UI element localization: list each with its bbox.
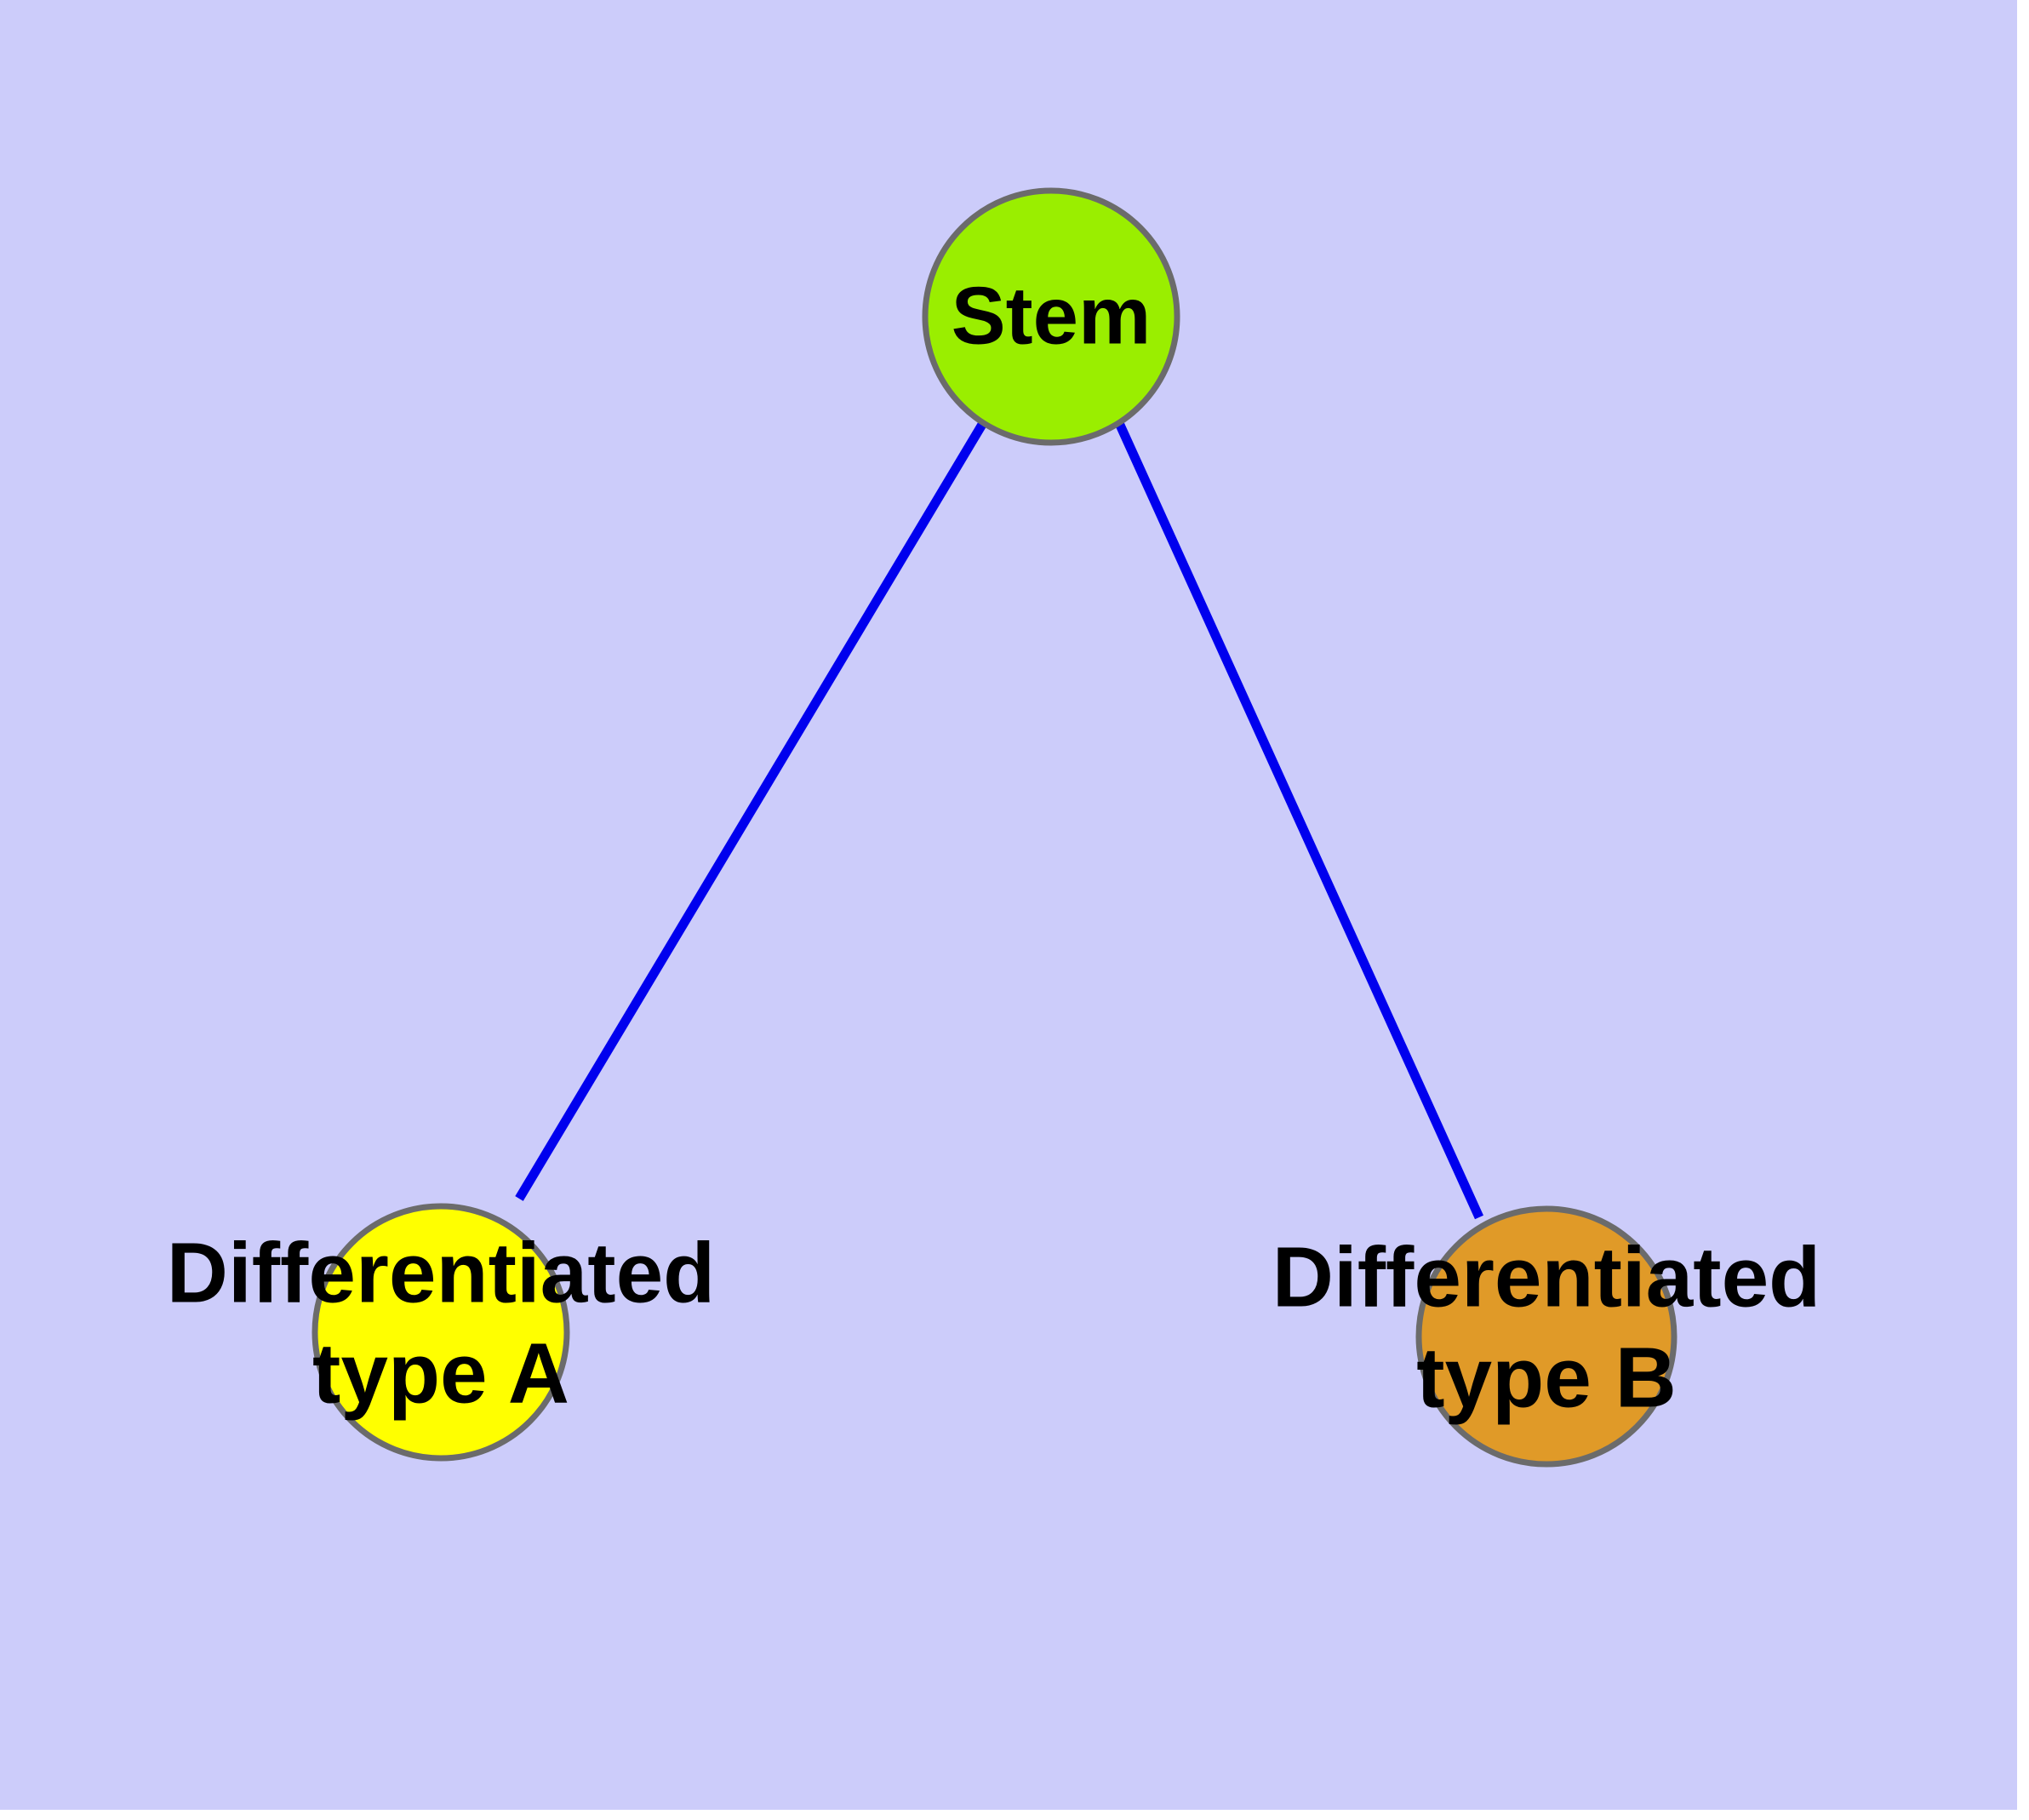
- node-label-differentiated-type-b-line2: type B: [1416, 1330, 1677, 1425]
- node-circle-differentiated-type-b[interactable]: [1415, 1205, 1677, 1468]
- node-stem[interactable]: [922, 187, 1180, 446]
- node-label-differentiated-type-a-line2: type A: [312, 1325, 569, 1421]
- edge-stem-to-differentiated-type-a[interactable]: [515, 421, 987, 1201]
- node-label-stem: Stem: [952, 270, 1152, 361]
- node-label-differentiated-type-a-line1: Differentiated: [167, 1225, 716, 1320]
- node-layer: [311, 187, 1677, 1468]
- edge-stem-to-differentiated-type-b[interactable]: [1114, 421, 1484, 1220]
- edge-layer: [515, 421, 1484, 1220]
- node-label-differentiated-type-b-line1: Differentiated: [1272, 1229, 1821, 1325]
- node-diff-b[interactable]: [1415, 1205, 1677, 1468]
- node-circle-differentiated-type-a[interactable]: [311, 1203, 570, 1462]
- label-layer: Stem Differentiated type A Differentiate…: [167, 270, 1821, 1425]
- node-circle-stem[interactable]: [922, 187, 1180, 446]
- node-diff-a[interactable]: [311, 1203, 570, 1462]
